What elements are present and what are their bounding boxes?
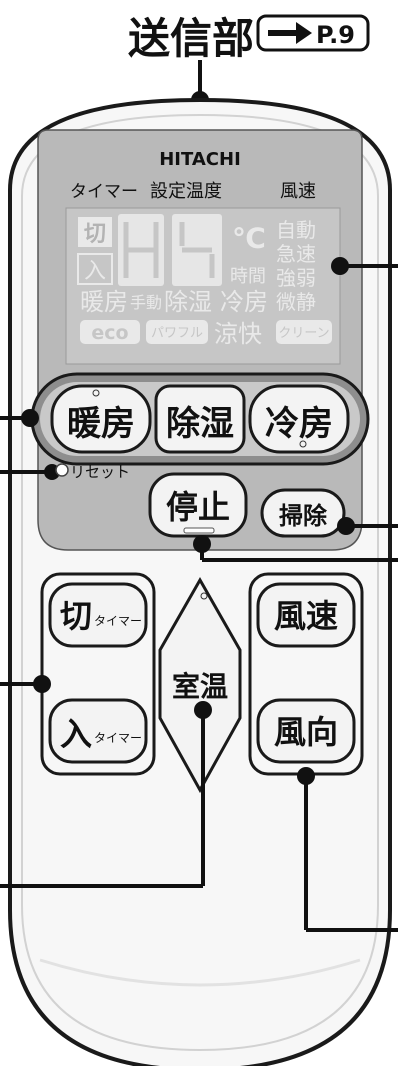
- room-temp-label: 室温: [172, 670, 228, 703]
- lcd-on-label: 入: [84, 259, 106, 284]
- heat-button[interactable]: 暖房: [50, 384, 152, 454]
- lcd-cut-box: [78, 217, 112, 247]
- timer-on-main: 入: [60, 715, 92, 753]
- page-ref-label: P.9: [316, 21, 355, 49]
- room-temp-rocker[interactable]: 室温: [158, 576, 242, 794]
- cool-button-bump: [299, 440, 307, 448]
- clean-button-label: 掃除: [279, 502, 328, 530]
- reset-hole[interactable]: [55, 463, 69, 477]
- dry-button[interactable]: 除湿: [154, 384, 246, 454]
- lcd-powerful-label: パワフル: [151, 326, 203, 341]
- page-ref-badge[interactable]: [256, 14, 370, 52]
- lcd-time-label: 時間: [230, 266, 266, 287]
- reset-label: リセット: [70, 463, 130, 481]
- fan-direction-button[interactable]: 風向: [256, 698, 356, 764]
- header: 送信部 P.9: [128, 14, 370, 109]
- timer-off-button[interactable]: 切 タイマー: [48, 582, 148, 648]
- lcd-mode-dry: 除湿: [164, 288, 212, 316]
- lcd-clean-label: クリーン: [278, 326, 329, 341]
- heat-button-bump: [92, 389, 100, 397]
- clean-button[interactable]: 掃除: [260, 488, 346, 538]
- lcd-fan-quiet: 微静: [276, 290, 316, 314]
- brand-logo: HITACHI: [159, 149, 241, 170]
- stop-button[interactable]: 停止: [148, 472, 248, 538]
- stop-button-label: 停止: [166, 488, 230, 526]
- signal-lamp: [183, 527, 215, 534]
- fan-direction-label: 風向: [274, 713, 338, 751]
- lcd-mode-manual: 手動: [130, 293, 162, 312]
- timer-on-button[interactable]: 入 タイマー: [48, 698, 148, 764]
- remote-inner-bevel: [21, 113, 379, 1052]
- lcd-eco-box: [80, 320, 140, 344]
- timer-off-sub: タイマー: [94, 614, 142, 628]
- heat-button-label: 暖房: [67, 404, 135, 444]
- cool-button[interactable]: 冷房: [248, 384, 350, 454]
- lcd-fan-auto: 自動: [276, 218, 316, 242]
- lcd-celsius: ℃: [232, 222, 266, 255]
- lcd-fan-strong-weak: 強弱: [276, 266, 316, 290]
- fan-speed-button[interactable]: 風速: [256, 582, 356, 648]
- dry-button-label: 除湿: [166, 404, 234, 444]
- header-title: 送信部: [128, 14, 254, 63]
- timer-off-main: 切: [60, 597, 92, 635]
- lcd-on-box: [77, 253, 113, 285]
- timer-on-sub: タイマー: [94, 731, 142, 745]
- remote-bottom-curve: [39, 958, 361, 987]
- lcd-mode-cool: 冷房: [220, 288, 268, 316]
- display-set-temp-label: 設定温度: [150, 181, 222, 202]
- lcd-mode-heat: 暖房: [80, 288, 128, 316]
- lcd-powerful-box: [146, 320, 208, 344]
- fan-speed-label: 風速: [274, 597, 338, 635]
- lcd-fan-rapid: 急速: [276, 242, 316, 266]
- timer-button-group: [40, 572, 156, 776]
- room-temp-up-bump: [200, 592, 208, 600]
- lcd-clean-box: [276, 320, 332, 344]
- display-timer-label: タイマー: [70, 182, 138, 202]
- display-fan-label: 風速: [280, 181, 316, 202]
- lcd-cut-label: 切: [84, 222, 106, 247]
- arrow-right-icon: [268, 22, 312, 44]
- lcd-eco-label: eco: [91, 322, 128, 344]
- cool-button-label: 冷房: [265, 404, 333, 444]
- lcd-segment-lines: [123, 222, 215, 278]
- lcd-cool-comfort: 涼快: [214, 320, 262, 348]
